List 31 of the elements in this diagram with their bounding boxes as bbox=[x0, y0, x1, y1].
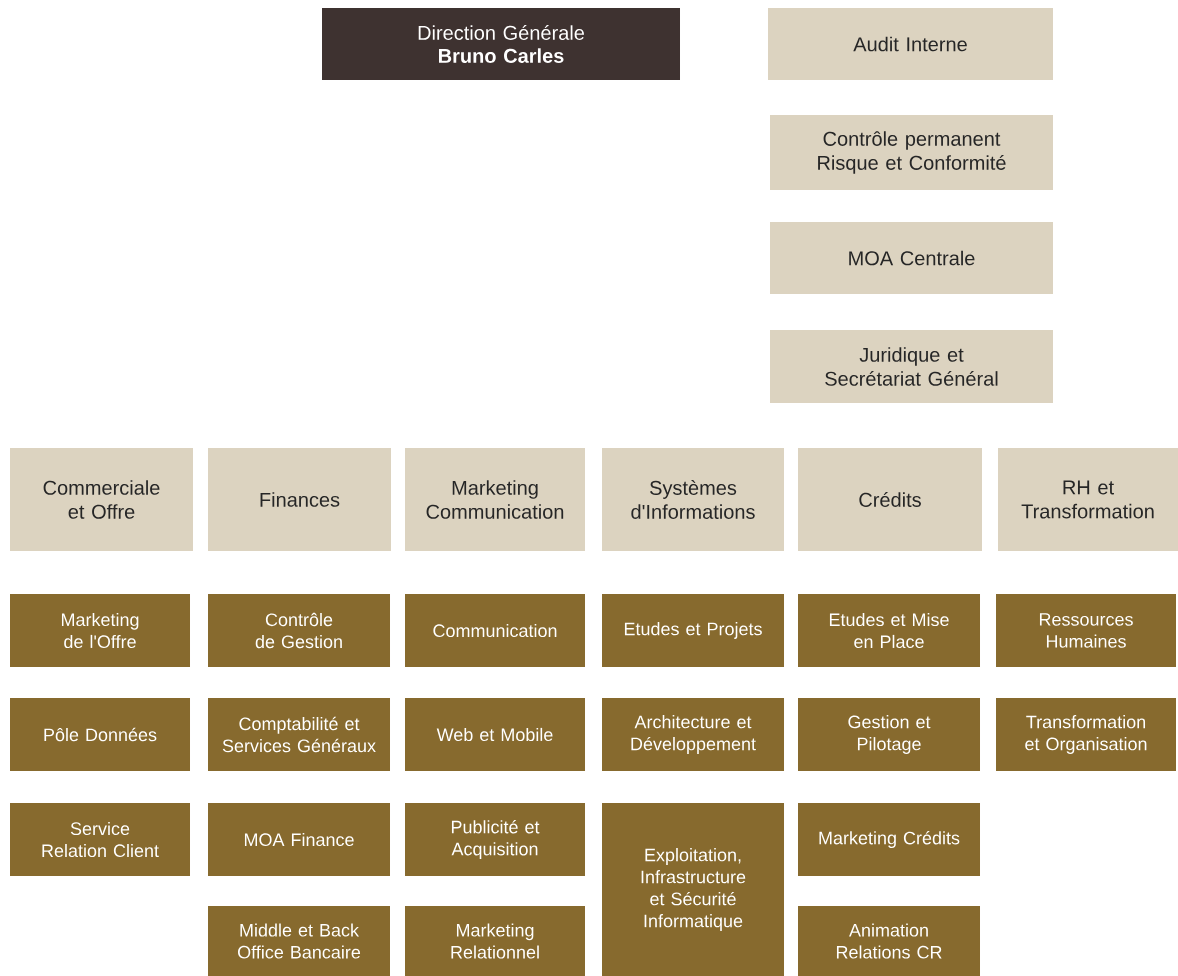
staff-box: Audit Interne bbox=[768, 8, 1053, 80]
department-box: Finances bbox=[208, 448, 391, 551]
unit-box: Exploitation, Infrastructure et Sécurité Informatique bbox=[602, 803, 784, 976]
unit-box: MOA Finance bbox=[208, 803, 390, 876]
department-box: Crédits bbox=[798, 448, 982, 551]
unit-box: Comptabilité et Services Généraux bbox=[208, 698, 390, 771]
department-box: Commerciale et Offre bbox=[10, 448, 193, 551]
department-box: Systèmes d'Informations bbox=[602, 448, 784, 551]
head-box: Direction Générale Bruno Carles bbox=[322, 8, 680, 80]
unit-box: Gestion et Pilotage bbox=[798, 698, 980, 771]
unit-box: Architecture et Développement bbox=[602, 698, 784, 771]
unit-box: Marketing Relationnel bbox=[405, 906, 585, 976]
staff-box: Juridique et Secrétariat Général bbox=[770, 330, 1053, 403]
unit-box: Marketing Crédits bbox=[798, 803, 980, 876]
unit-box: Transformation et Organisation bbox=[996, 698, 1176, 771]
unit-box: Marketing de l'Offre bbox=[10, 594, 190, 667]
staff-box: MOA Centrale bbox=[770, 222, 1053, 294]
unit-box: Etudes et Projets bbox=[602, 594, 784, 667]
department-box: Marketing Communication bbox=[405, 448, 585, 551]
staff-box: Contrôle permanent Risque et Conformité bbox=[770, 115, 1053, 190]
unit-box: Middle et Back Office Bancaire bbox=[208, 906, 390, 976]
department-box: RH et Transformation bbox=[998, 448, 1178, 551]
unit-box: Animation Relations CR bbox=[798, 906, 980, 976]
unit-box: Communication bbox=[405, 594, 585, 667]
unit-box: Publicité et Acquisition bbox=[405, 803, 585, 876]
unit-box: Pôle Données bbox=[10, 698, 190, 771]
unit-box: Service Relation Client bbox=[10, 803, 190, 876]
unit-box: Web et Mobile bbox=[405, 698, 585, 771]
unit-box: Contrôle de Gestion bbox=[208, 594, 390, 667]
unit-box: Ressources Humaines bbox=[996, 594, 1176, 667]
unit-box: Etudes et Mise en Place bbox=[798, 594, 980, 667]
